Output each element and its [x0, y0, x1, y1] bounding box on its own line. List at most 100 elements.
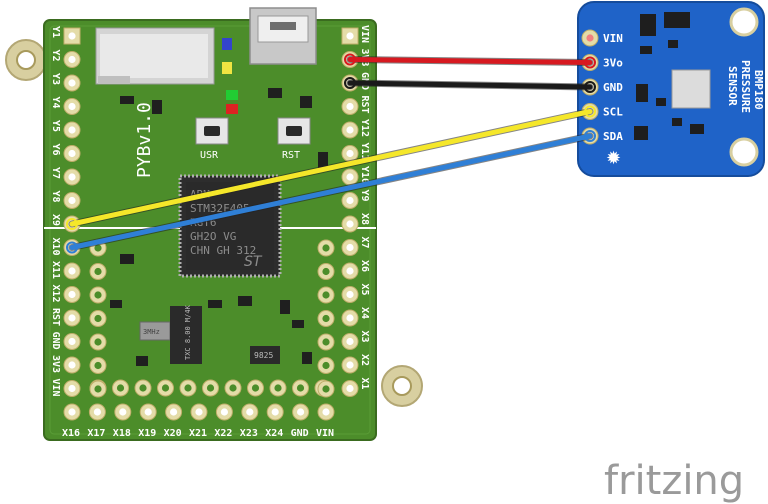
sensor-pin-label: 3Vo [603, 57, 623, 70]
proto-pad [317, 310, 335, 327]
pin-vin [63, 380, 81, 397]
pin-label: X18 [113, 428, 131, 439]
pin-x12 [63, 286, 81, 303]
pin-rst [341, 98, 359, 115]
pin-gnd [292, 403, 310, 421]
pin-label: X7 [359, 237, 370, 249]
pin-x6 [341, 262, 359, 280]
pin-x23 [241, 403, 259, 421]
svg-text:TXC 8.00 M/4K: TXC 8.00 M/4K [184, 304, 192, 360]
pin-label: Y7 [50, 167, 61, 179]
pin-label: X17 [87, 428, 105, 439]
pin-label: X3 [359, 331, 370, 343]
pin-y7 [63, 168, 81, 186]
pin-y11 [341, 145, 359, 162]
rst-button-label: RST [282, 150, 300, 161]
sensor-pin-label: SCL [603, 106, 623, 119]
proto-pad [89, 263, 107, 280]
pin-label: Y4 [50, 97, 61, 109]
pin-y3 [63, 74, 81, 92]
sensor-pin-label: VIN [603, 32, 623, 45]
smd-components [110, 88, 328, 366]
pin-label: X23 [240, 428, 258, 439]
pin-label: Y6 [50, 144, 61, 156]
pin-label: X20 [164, 428, 182, 439]
pin-x19 [139, 403, 157, 421]
pin-label: RST [359, 96, 370, 114]
proto-pad [317, 357, 335, 374]
proto-pad [89, 310, 107, 327]
proto-pad [317, 263, 335, 280]
proto-pad [134, 379, 152, 397]
usr-button [195, 117, 229, 145]
pin-label: Y9 [359, 190, 370, 202]
pin-label: X21 [189, 428, 207, 439]
pin-x18 [114, 403, 132, 421]
mounting-ear-bottom-right [381, 365, 423, 407]
proto-pad [317, 333, 335, 351]
pin-label: X22 [214, 428, 232, 439]
pin-y9 [341, 192, 359, 209]
pin-label: X10 [50, 238, 61, 256]
pin-x22 [215, 403, 233, 421]
pin-x4 [341, 309, 359, 327]
pin-y6 [63, 145, 81, 162]
pin-x8 [341, 215, 359, 233]
wire-x10-to-sda [66, 130, 596, 254]
st-logo: ST [244, 254, 263, 270]
pin-y10 [341, 168, 359, 186]
pin-label: VIN [316, 428, 334, 439]
pin-label: X12 [50, 285, 61, 303]
pin-label: Y12 [359, 119, 370, 137]
mcu-line-4: GH2O VG [190, 230, 236, 243]
pin-y8 [63, 192, 81, 209]
pin-x16 [63, 403, 81, 421]
board-name: PYBv1.0 [134, 102, 155, 178]
proto-pad [157, 379, 174, 397]
pin-label: Y5 [50, 120, 61, 132]
pin-y2 [63, 51, 81, 68]
sensor-subtitle-1: PRESSURE [739, 60, 752, 113]
proto-pad [269, 379, 287, 397]
wire-gnd-to-gnd [344, 77, 596, 93]
pin-label: RST [50, 308, 61, 326]
pin-label: X1 [359, 378, 370, 390]
pin-x11 [63, 262, 81, 280]
crystal: 3MHz [139, 321, 171, 341]
sensor-subtitle-2: SENSOR [726, 66, 739, 106]
pin-label: X24 [265, 428, 283, 439]
pin-x3 [341, 333, 359, 350]
sensor-smd-components [634, 12, 704, 140]
pyboard: USR RST PYBv1.0 AR [43, 7, 377, 441]
pin-vin [341, 27, 359, 45]
red-led [226, 104, 238, 114]
oscillator-chip: TXC 8.00 M/4K [170, 304, 202, 364]
pin-label: X6 [359, 260, 370, 272]
green-led [226, 90, 238, 100]
pin-x7 [341, 239, 359, 256]
pin-label: X4 [359, 307, 370, 319]
pin-label: Y8 [50, 191, 61, 203]
proto-pad [247, 379, 264, 397]
sensor-ic [671, 69, 711, 109]
pin-x24 [266, 403, 284, 421]
pin-label: Y1 [50, 26, 61, 38]
pin-x20 [165, 403, 183, 421]
pin-label: X9 [50, 214, 61, 226]
pin-label: X5 [359, 284, 370, 296]
pin-label: Y2 [50, 50, 61, 62]
pin-label: GND [291, 428, 309, 439]
pin-label: VIN [359, 25, 370, 43]
blue-led [222, 38, 232, 50]
small-ic: 9825 [250, 346, 280, 364]
pin-label: X8 [359, 213, 370, 225]
sensor-pin-label: SDA [603, 130, 623, 143]
wire-3v3-to-3vo [344, 53, 596, 69]
pin-x5 [341, 286, 359, 303]
proto-pad [179, 379, 197, 397]
sensor-name: BMP180 [752, 70, 765, 110]
pin-x21 [190, 403, 208, 421]
proto-pad [317, 380, 335, 398]
mcu-line-5: CHN GH 312 [190, 244, 256, 257]
